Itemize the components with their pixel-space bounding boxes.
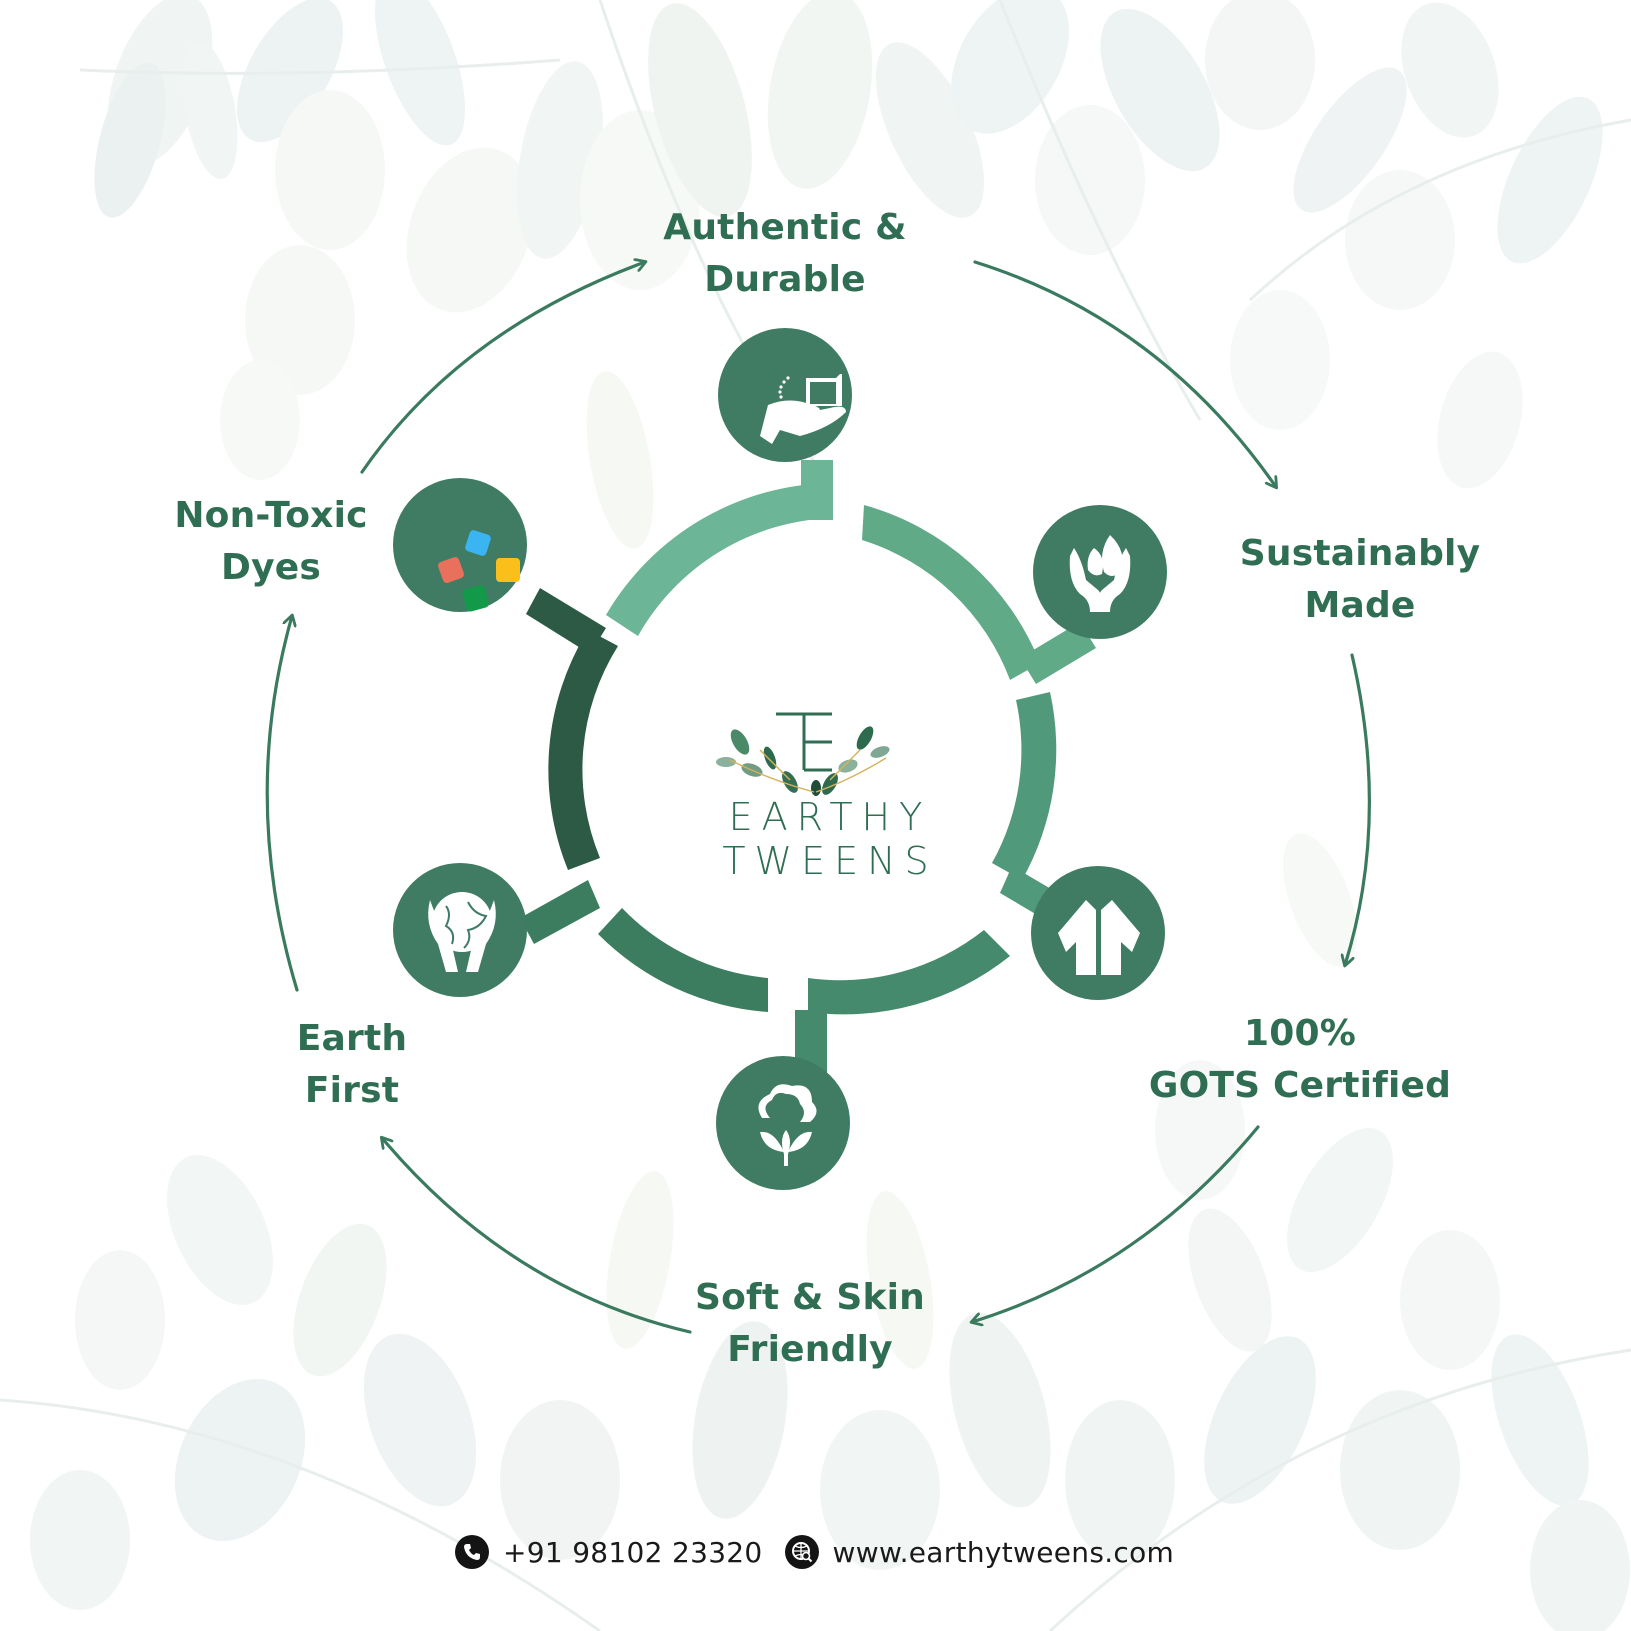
arrow-soft-to-earth bbox=[382, 1138, 692, 1334]
arrow-earth-to-dyes bbox=[265, 616, 299, 992]
arrow-gots-to-soft bbox=[972, 1125, 1260, 1322]
phone-number[interactable]: +91 98102 23320 bbox=[503, 1535, 763, 1569]
ring-segment-dyes bbox=[548, 630, 618, 870]
label-earth-first: Earth First bbox=[296, 1018, 408, 1111]
color-swatches-icon bbox=[438, 530, 520, 612]
shirt-icon bbox=[1058, 900, 1140, 975]
phone-icon bbox=[455, 1535, 489, 1569]
node-circle-dyes bbox=[393, 478, 527, 612]
connector-authentic bbox=[801, 460, 833, 520]
node-circle-soft bbox=[716, 1056, 850, 1190]
label-authentic-durable: Authentic & Durable bbox=[663, 207, 907, 300]
cotton-flower-icon bbox=[758, 1084, 817, 1166]
brand-logo: EARTHY TWEENS bbox=[640, 700, 1020, 883]
ring-segment-earth bbox=[598, 908, 768, 1012]
contact-footer: +91 98102 23320 www.earthytweens.com bbox=[455, 1530, 1196, 1574]
hands-holding-leaves-icon bbox=[1069, 535, 1131, 612]
ring-segment-sustainable bbox=[862, 505, 1040, 680]
ring-segment-soft bbox=[808, 930, 1010, 1015]
cycle-arrows bbox=[265, 260, 1371, 1334]
connector-sustainable bbox=[1020, 622, 1096, 684]
laurel-monogram-icon bbox=[716, 712, 890, 796]
website-link[interactable]: www.earthytweens.com bbox=[832, 1535, 1175, 1569]
label-gots-certified: 100% GOTS Certified bbox=[1148, 1013, 1452, 1106]
arrow-sustainable-to-gots bbox=[1345, 653, 1371, 965]
label-soft-skin-friendly: Soft & Skin Friendly bbox=[694, 1277, 926, 1370]
connector-dyes bbox=[526, 588, 606, 654]
hand-holding-box-icon bbox=[760, 374, 846, 444]
label-sustainably-made: Sustainably Made bbox=[1239, 533, 1481, 626]
icon-circles bbox=[393, 328, 1167, 1190]
ring-segment-gots bbox=[992, 692, 1057, 880]
globe-search-icon bbox=[784, 1535, 819, 1569]
connector-earth bbox=[520, 880, 600, 944]
ring-segment-authentic bbox=[606, 483, 833, 636]
arrow-authentic-to-sustainable bbox=[973, 260, 1276, 487]
hands-holding-globe-icon bbox=[428, 892, 496, 972]
node-circle-gots bbox=[1031, 866, 1165, 1000]
label-non-toxic-dyes: Non-Toxic Dyes bbox=[174, 495, 368, 588]
brand-name: EARTHY TWEENS bbox=[722, 795, 938, 883]
arrow-dyes-to-authentic bbox=[360, 262, 645, 474]
